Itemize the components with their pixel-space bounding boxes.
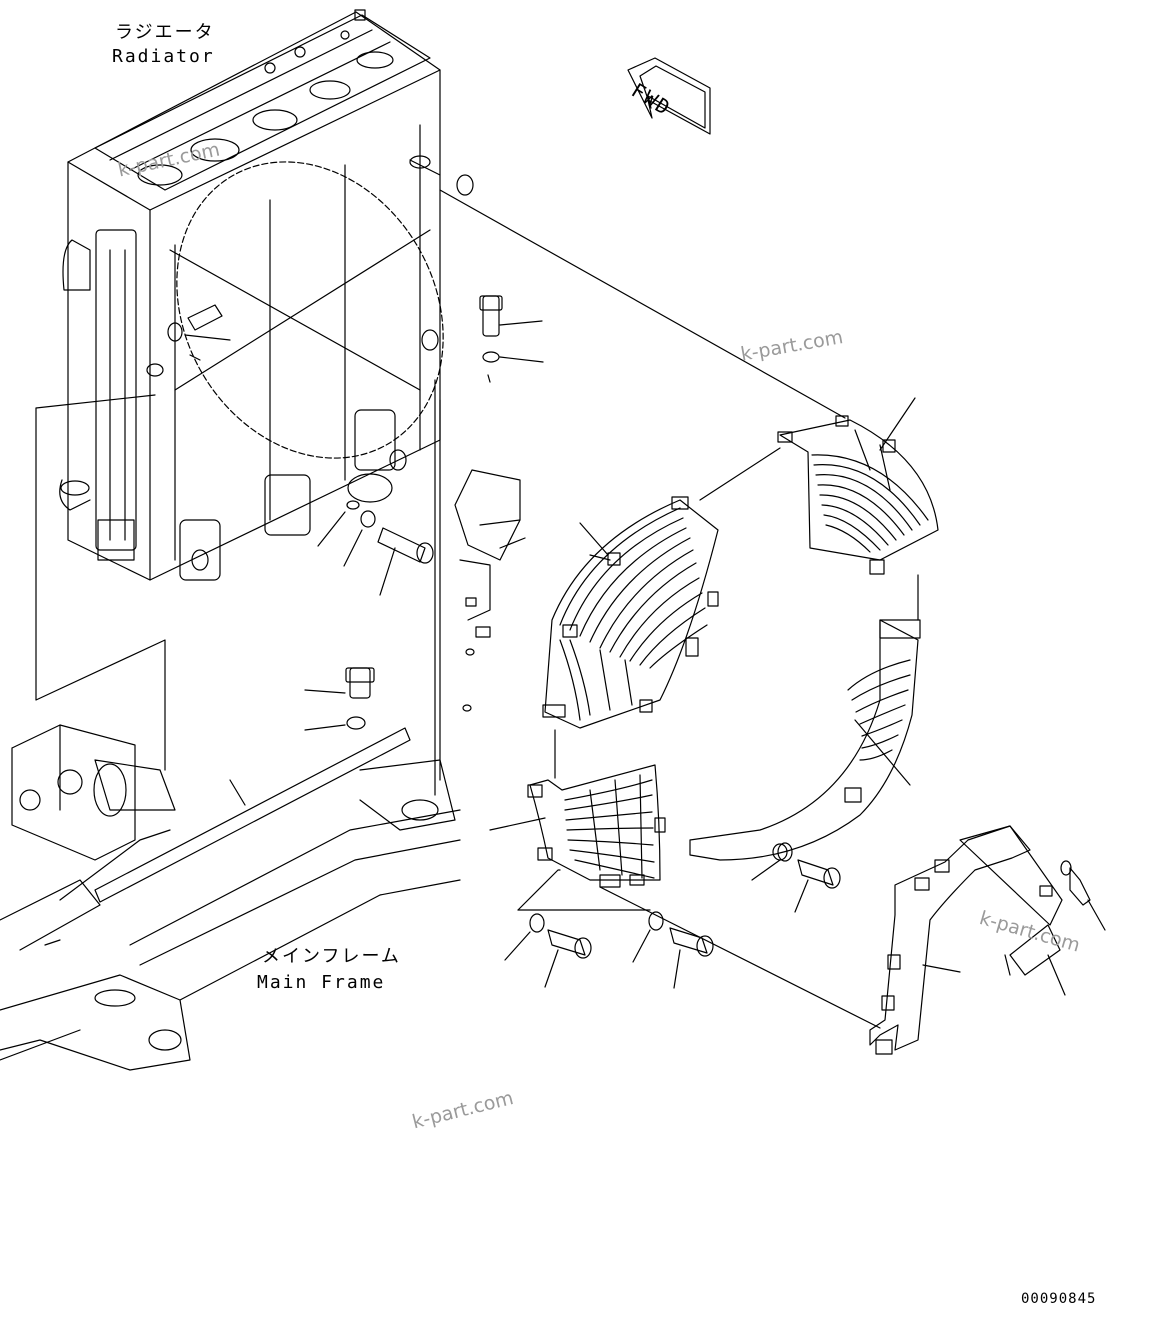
- fwd-arrow-icon: [628, 58, 710, 134]
- mounting-bolts-upper: [318, 296, 543, 595]
- main-frame: [0, 668, 460, 1070]
- mounting-bolts-lower: [505, 843, 840, 988]
- leader-lines-guards: [490, 398, 918, 1028]
- radiator-label-en: Radiator: [112, 46, 215, 67]
- fan-guard-upper-right: [778, 416, 938, 574]
- mainframe-label-jp: メインフレーム: [262, 946, 401, 967]
- drawing-code: 00090845: [1021, 1291, 1097, 1307]
- fan-guard-upper-left: [543, 497, 718, 728]
- radiator-label-jp: ラジエータ: [115, 22, 215, 43]
- radiator-assembly: [60, 10, 496, 580]
- stay-brackets: [870, 826, 1105, 1054]
- leader-lines-radiator: [36, 190, 845, 795]
- fan-guard-lower-left: [528, 765, 665, 887]
- mainframe-label-en: Main Frame: [257, 972, 386, 993]
- side-bracket: [455, 470, 525, 711]
- fan-guard-lower-right: [690, 620, 920, 860]
